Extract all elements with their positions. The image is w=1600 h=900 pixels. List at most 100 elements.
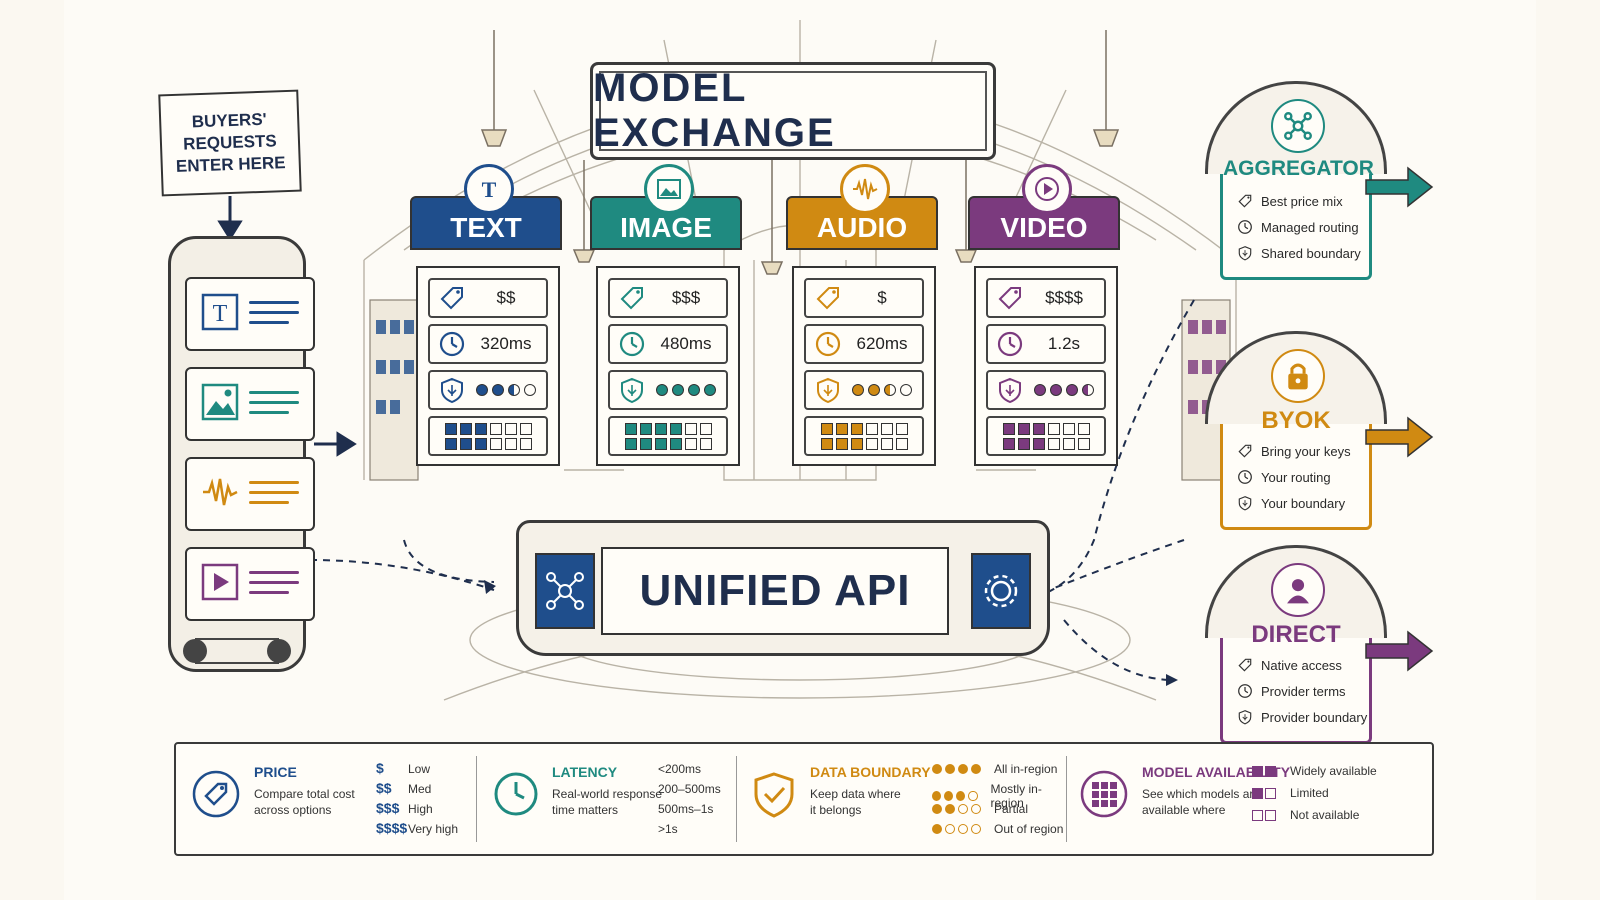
boundary-dot (1034, 384, 1046, 396)
availability-square (820, 437, 833, 450)
legend-price-symbol: $$ (376, 780, 392, 796)
availability-square (669, 437, 682, 450)
shield-icon (1238, 710, 1252, 725)
availability-square (489, 437, 502, 450)
stall-label-text: TEXT (450, 212, 522, 243)
availability-square (1002, 422, 1015, 435)
legend: PRICE Compare total cost across options … (174, 742, 1434, 856)
legend-price-title: PRICE (254, 764, 297, 780)
boundary-dot (945, 764, 955, 774)
door-item: Your boundary (1237, 495, 1345, 511)
price-tag-icon (192, 770, 240, 818)
text-icon: T (478, 177, 500, 202)
line-decor (249, 481, 299, 484)
door-emblem (1271, 349, 1325, 403)
price-tag-icon (1238, 194, 1252, 208)
divider (1066, 756, 1067, 842)
play-icon (201, 563, 239, 601)
availability-square (1252, 809, 1263, 821)
availability-square (1017, 422, 1030, 435)
request-conveyor: T (168, 236, 315, 672)
availability-square (1047, 437, 1060, 450)
legend-price-symbol: $$$ (376, 800, 400, 816)
availability-row (428, 416, 548, 456)
stall-label-video: VIDEO (1000, 212, 1088, 243)
request-card-audio[interactable] (185, 457, 315, 531)
latency-row: 620ms (804, 324, 924, 364)
availability-square (1062, 437, 1075, 450)
door-title-direct: DIRECT (1251, 621, 1341, 648)
line-decor (249, 581, 299, 584)
door-item-label: Bring your keys (1261, 443, 1351, 459)
shield-icon (1238, 246, 1252, 261)
stall-video[interactable]: VIDEO $$$$ 1.2s (968, 164, 1120, 466)
boundary-dot (884, 384, 896, 396)
boundary-dot (932, 791, 942, 801)
boundary-dot (1050, 384, 1062, 396)
availability-squares (996, 422, 1096, 450)
clock-icon (619, 331, 645, 357)
boundary-dot (1082, 384, 1094, 396)
legend-boundary-title: DATA BOUNDARY (810, 764, 931, 780)
clock-icon (494, 772, 538, 816)
clock-icon (1238, 470, 1252, 484)
availability-square (865, 437, 878, 450)
availability-square (895, 437, 908, 450)
availability-row (986, 416, 1106, 456)
boundary-dot (971, 804, 981, 814)
legend-boundary-row: All in-region (932, 762, 1057, 776)
legend-availability-desc: See which models are available where (1142, 787, 1260, 817)
boundary-row (608, 370, 728, 410)
legend-availability-label: Limited (1290, 786, 1329, 800)
availability-square (1002, 437, 1015, 450)
legend-availability: MODEL AVAILABILITY See which models are … (1066, 744, 1432, 854)
latency-value: 480ms (660, 334, 712, 353)
stall-badge-image (644, 164, 694, 214)
legend-boundary-row: Mostly in-region (932, 782, 1066, 810)
availability-square (459, 437, 472, 450)
door-item-label: Managed routing (1261, 219, 1359, 235)
unified-api-desk[interactable]: UNIFIED API (516, 520, 1050, 656)
request-card-image[interactable] (185, 367, 315, 441)
svg-text:T: T (213, 301, 228, 327)
legend-price: PRICE Compare total cost across options … (176, 744, 476, 854)
availability-squares (814, 422, 914, 450)
availability-square (504, 422, 517, 435)
price-tag-icon (620, 287, 643, 310)
boundary-dots (842, 384, 922, 396)
clock-icon (997, 331, 1023, 357)
request-card-video[interactable] (185, 547, 315, 621)
stall-image[interactable]: IMAGE$$$480ms (590, 164, 742, 466)
latency-value: 620ms (856, 334, 908, 353)
divider (476, 756, 477, 842)
legend-boundary-row: Partial (932, 802, 1028, 816)
line-decor (249, 591, 289, 594)
latency-row: 480ms (608, 324, 728, 364)
latency-row: 1.2s (986, 324, 1106, 364)
shield-icon (817, 377, 839, 404)
legend-boundary-label: Partial (994, 802, 1029, 816)
line-decor (249, 321, 289, 324)
legend-availability-label: Not available (1290, 808, 1360, 822)
boundary-dot (508, 384, 520, 396)
door-item: Best price mix (1237, 193, 1343, 209)
stall-header-audio: AUDIO (786, 164, 938, 250)
availability-square (699, 422, 712, 435)
stall-header-video: VIDEO (968, 164, 1120, 250)
door-item-label: Shared boundary (1261, 245, 1361, 261)
availability-square (1265, 787, 1276, 799)
boundary-dot (868, 384, 880, 396)
boundary-dots (1024, 384, 1104, 396)
legend-availability-row: Widely available (1252, 764, 1377, 778)
exit-arrow-icon (1365, 416, 1434, 458)
availability-square (459, 422, 472, 435)
price-row: $$$$ (986, 278, 1106, 318)
stall-audio[interactable]: AUDIO$620ms (786, 164, 938, 466)
request-card-text[interactable]: T (185, 277, 315, 351)
legend-latency: LATENCY Real-world response time matters… (476, 744, 736, 854)
line-decor (249, 401, 299, 404)
